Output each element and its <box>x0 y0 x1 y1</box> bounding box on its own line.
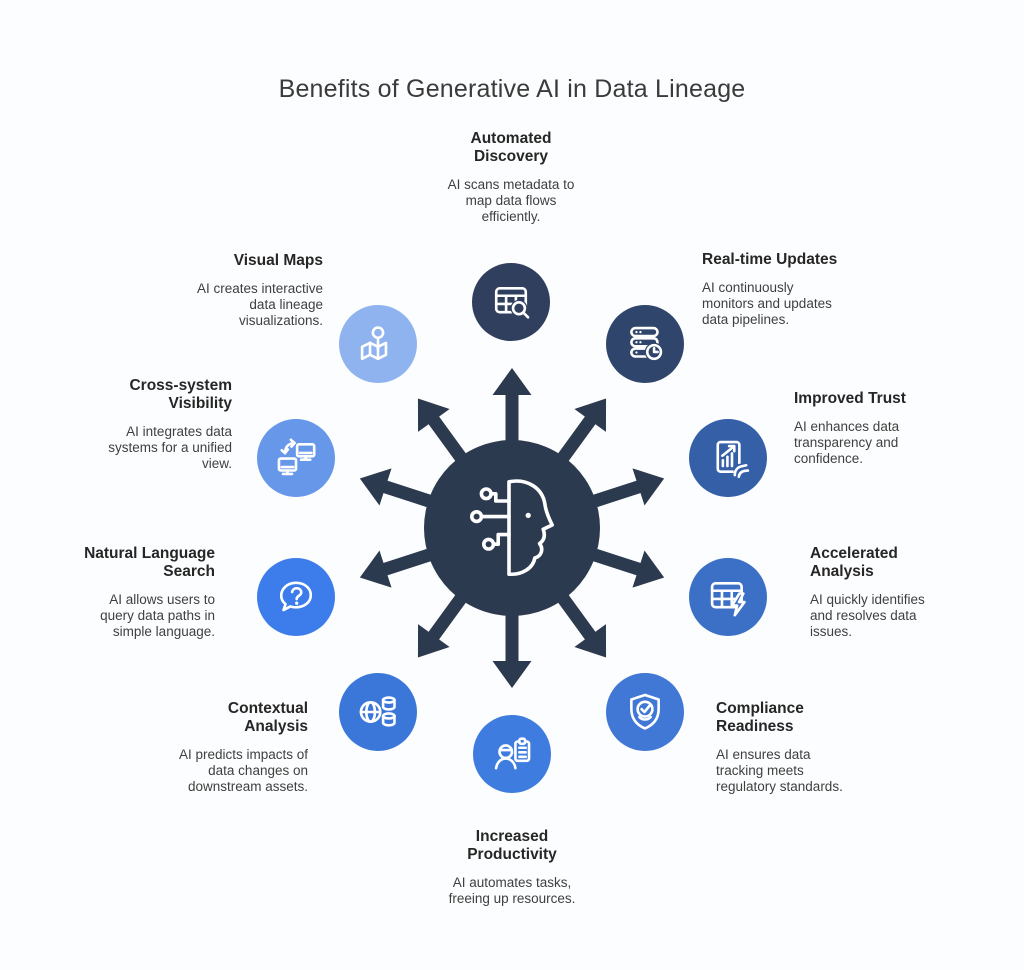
increased-productivity-circle <box>473 715 551 793</box>
node-description: AI creates interactive data lineage visu… <box>196 281 323 328</box>
node-title: Natural Language Search <box>84 545 215 580</box>
ai-head-icon <box>469 479 555 577</box>
natural-language-search-circle <box>257 558 335 636</box>
node-automated-discovery: Automated Discovery AI scans metadata to… <box>401 130 621 225</box>
cross-system-visibility-circle <box>257 419 335 497</box>
node-compliance-readiness: Compliance Readiness AI ensures data tra… <box>716 700 886 795</box>
node-improved-trust: Improved Trust AI enhances data transpar… <box>794 390 954 467</box>
node-title: Cross-system Visibility <box>129 377 232 412</box>
node-title: Automated Discovery <box>470 130 552 165</box>
ai-hub <box>359 368 665 688</box>
automated-discovery-circle <box>472 263 550 341</box>
node-contextual-analysis: Contextual Analysis AI predicts impacts … <box>168 700 308 795</box>
node-visual-maps: Visual Maps AI creates interactive data … <box>158 252 323 329</box>
table-bolt-icon <box>710 582 746 617</box>
node-title: Increased Productivity <box>467 828 557 863</box>
node-description: AI enhances data transparency and confid… <box>794 419 900 466</box>
node-title: Real-time Updates <box>702 251 838 268</box>
node-description: AI automates tasks, freeing up resources… <box>448 875 576 906</box>
compliance-readiness-circle <box>606 673 684 751</box>
node-natural-language-search: Natural Language Search AI allows users … <box>60 545 215 640</box>
node-increased-productivity: Increased Productivity AI automates task… <box>402 828 622 907</box>
node-title: Compliance Readiness <box>716 700 804 735</box>
table-search-icon <box>494 287 530 319</box>
worker-clipboard-icon <box>494 737 531 770</box>
node-title: Improved Trust <box>794 390 906 407</box>
node-real-time-updates: Real-time Updates AI continuously monito… <box>702 251 872 328</box>
monitors-sync-icon <box>277 438 316 476</box>
globe-database-icon <box>359 696 396 727</box>
node-title: Accelerated Analysis <box>810 545 898 580</box>
radiating-arrows <box>359 368 665 688</box>
chart-hand-icon <box>716 440 750 479</box>
question-bubble-icon <box>279 581 313 612</box>
node-title: Visual Maps <box>233 252 323 269</box>
node-description: AI continuously monitors and updates dat… <box>702 280 832 327</box>
node-description: AI ensures data tracking meets regulator… <box>716 747 843 794</box>
node-description: AI predicts impacts of data changes on d… <box>178 747 308 794</box>
node-description: AI quickly identifies and resolves data … <box>810 592 925 639</box>
node-description: AI scans metadata to map data flows effi… <box>447 177 575 224</box>
node-accelerated-analysis: Accelerated Analysis AI quickly identifi… <box>810 545 960 640</box>
improved-trust-circle <box>689 419 767 497</box>
accelerated-analysis-circle <box>689 558 767 636</box>
contextual-analysis-circle <box>339 673 417 751</box>
page-title: Benefits of Generative AI in Data Lineag… <box>278 74 746 103</box>
server-clock-icon <box>630 326 664 362</box>
hub-circle <box>424 440 600 616</box>
node-description: AI integrates data systems for a unified… <box>108 424 232 471</box>
shield-check-icon <box>630 693 660 730</box>
map-pin-icon <box>360 326 388 361</box>
node-cross-system-visibility: Cross-system Visibility AI integrates da… <box>77 377 232 472</box>
node-title: Contextual Analysis <box>227 700 308 735</box>
node-description: AI allows users to query data paths in s… <box>100 592 215 639</box>
real-time-updates-circle <box>606 305 684 383</box>
visual-maps-circle <box>339 305 417 383</box>
